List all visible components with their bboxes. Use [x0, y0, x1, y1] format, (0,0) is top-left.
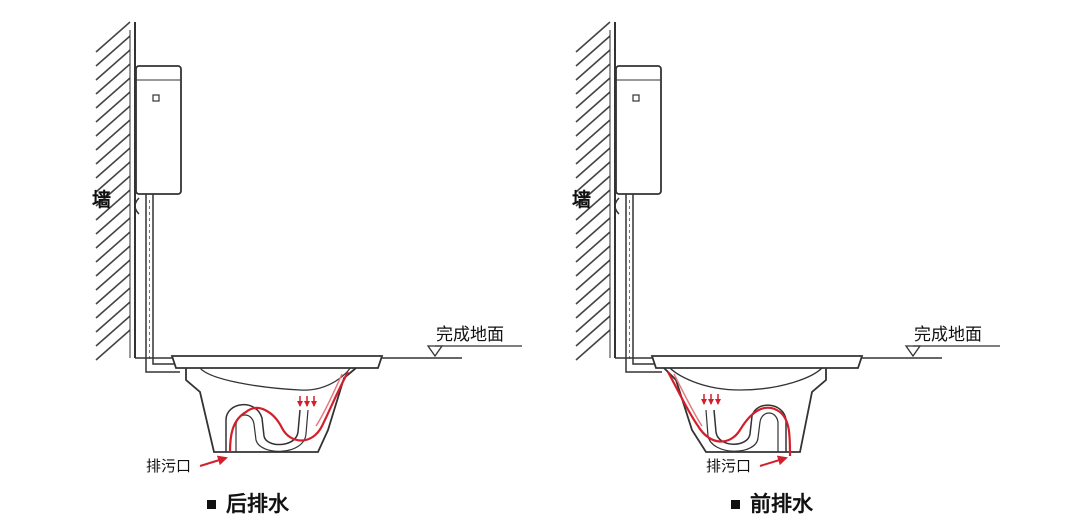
hatch-stroke [575, 133, 611, 165]
hatch-stroke [95, 49, 131, 81]
hatch-stroke [95, 21, 131, 53]
hatch-stroke [575, 161, 611, 193]
hatch-stroke [575, 273, 611, 305]
hatch-stroke [575, 189, 611, 221]
bowl-inner [199, 367, 351, 391]
hatch-stroke [95, 203, 131, 235]
hatch-stroke [575, 217, 611, 249]
flow-down-arrows-icon [701, 394, 721, 405]
flow-path-red [228, 371, 349, 453]
floor-label: 完成地面 [436, 325, 504, 345]
hatch-stroke [575, 77, 611, 109]
flush-pipe-elbow [614, 197, 620, 215]
caption-bullet-icon [207, 500, 216, 509]
flow-path-red-2 [315, 373, 343, 427]
floor-marker-icon [904, 345, 922, 358]
flush-pipe [145, 194, 180, 373]
hatch-stroke [575, 91, 611, 123]
outlet-arrow [759, 455, 788, 467]
hatch-stroke [575, 315, 611, 347]
cistern-tank [615, 65, 662, 195]
wall-hatching [95, 21, 131, 361]
s-trap-inner [705, 409, 779, 452]
hatch-stroke [95, 301, 131, 333]
flush-button-icon [152, 94, 160, 102]
hatch-stroke [575, 203, 611, 235]
cistern-tank [135, 65, 182, 195]
hatch-stroke [575, 63, 611, 95]
hatch-stroke [575, 245, 611, 277]
floor-label: 完成地面 [914, 325, 982, 345]
hatch-stroke [95, 189, 131, 221]
flush-pipe-elbow [134, 197, 140, 215]
wall-label: 墙 [92, 188, 111, 211]
flow-path-red [667, 371, 792, 457]
hatch-stroke [95, 91, 131, 123]
hatch-stroke [95, 259, 131, 291]
squat-pan-rim [170, 355, 384, 369]
hatch-stroke [575, 105, 611, 137]
hatch-stroke [95, 161, 131, 193]
hatch-stroke [95, 287, 131, 319]
hatch-stroke [95, 217, 131, 249]
hatch-stroke [95, 147, 131, 179]
hatch-stroke [95, 329, 131, 361]
s-trap-inner [235, 409, 309, 452]
outlet-arrow [199, 455, 228, 467]
hatch-stroke [575, 329, 611, 361]
wall-label: 墙 [572, 188, 591, 211]
panel-front-drainage: 墙 完成地面 排污口 前排水 [572, 21, 1000, 516]
hatch-stroke [575, 259, 611, 291]
flow-down-arrows-icon [297, 396, 317, 407]
hatch-stroke [95, 245, 131, 277]
caption-bullet-icon [731, 500, 740, 509]
s-trap [225, 403, 301, 452]
hatch-stroke [95, 315, 131, 347]
hatch-stroke [575, 119, 611, 151]
hatch-stroke [575, 147, 611, 179]
flow-path-red-2 [673, 373, 703, 427]
caption-label: 后排水 [226, 492, 290, 516]
outlet-label: 排污口 [146, 457, 191, 475]
hatch-stroke [575, 231, 611, 263]
hatch-stroke [95, 119, 131, 151]
wall-hatching [575, 21, 611, 361]
outlet-label: 排污口 [706, 457, 751, 475]
hatch-stroke [575, 35, 611, 67]
squat-pan-rim [650, 355, 864, 369]
hatch-stroke [95, 231, 131, 263]
caption-label: 前排水 [750, 492, 814, 516]
hatch-stroke [95, 273, 131, 305]
hatch-stroke [95, 63, 131, 95]
flush-pipe [625, 194, 662, 373]
hatch-stroke [575, 175, 611, 207]
floor-marker-icon [426, 345, 444, 358]
hatch-stroke [575, 287, 611, 319]
hatch-stroke [95, 105, 131, 137]
panel-rear-drainage: 墙 完成地面 排污口 后排水 [92, 21, 522, 516]
hatch-stroke [575, 21, 611, 53]
hatch-stroke [95, 133, 131, 165]
hatch-stroke [95, 175, 131, 207]
bowl-outer [663, 367, 827, 453]
flush-button-icon [632, 94, 640, 102]
s-trap [713, 404, 787, 452]
hatch-stroke [95, 35, 131, 67]
hatch-stroke [575, 49, 611, 81]
hatch-stroke [95, 77, 131, 109]
bowl-inner [669, 367, 823, 391]
hatch-stroke [575, 301, 611, 333]
